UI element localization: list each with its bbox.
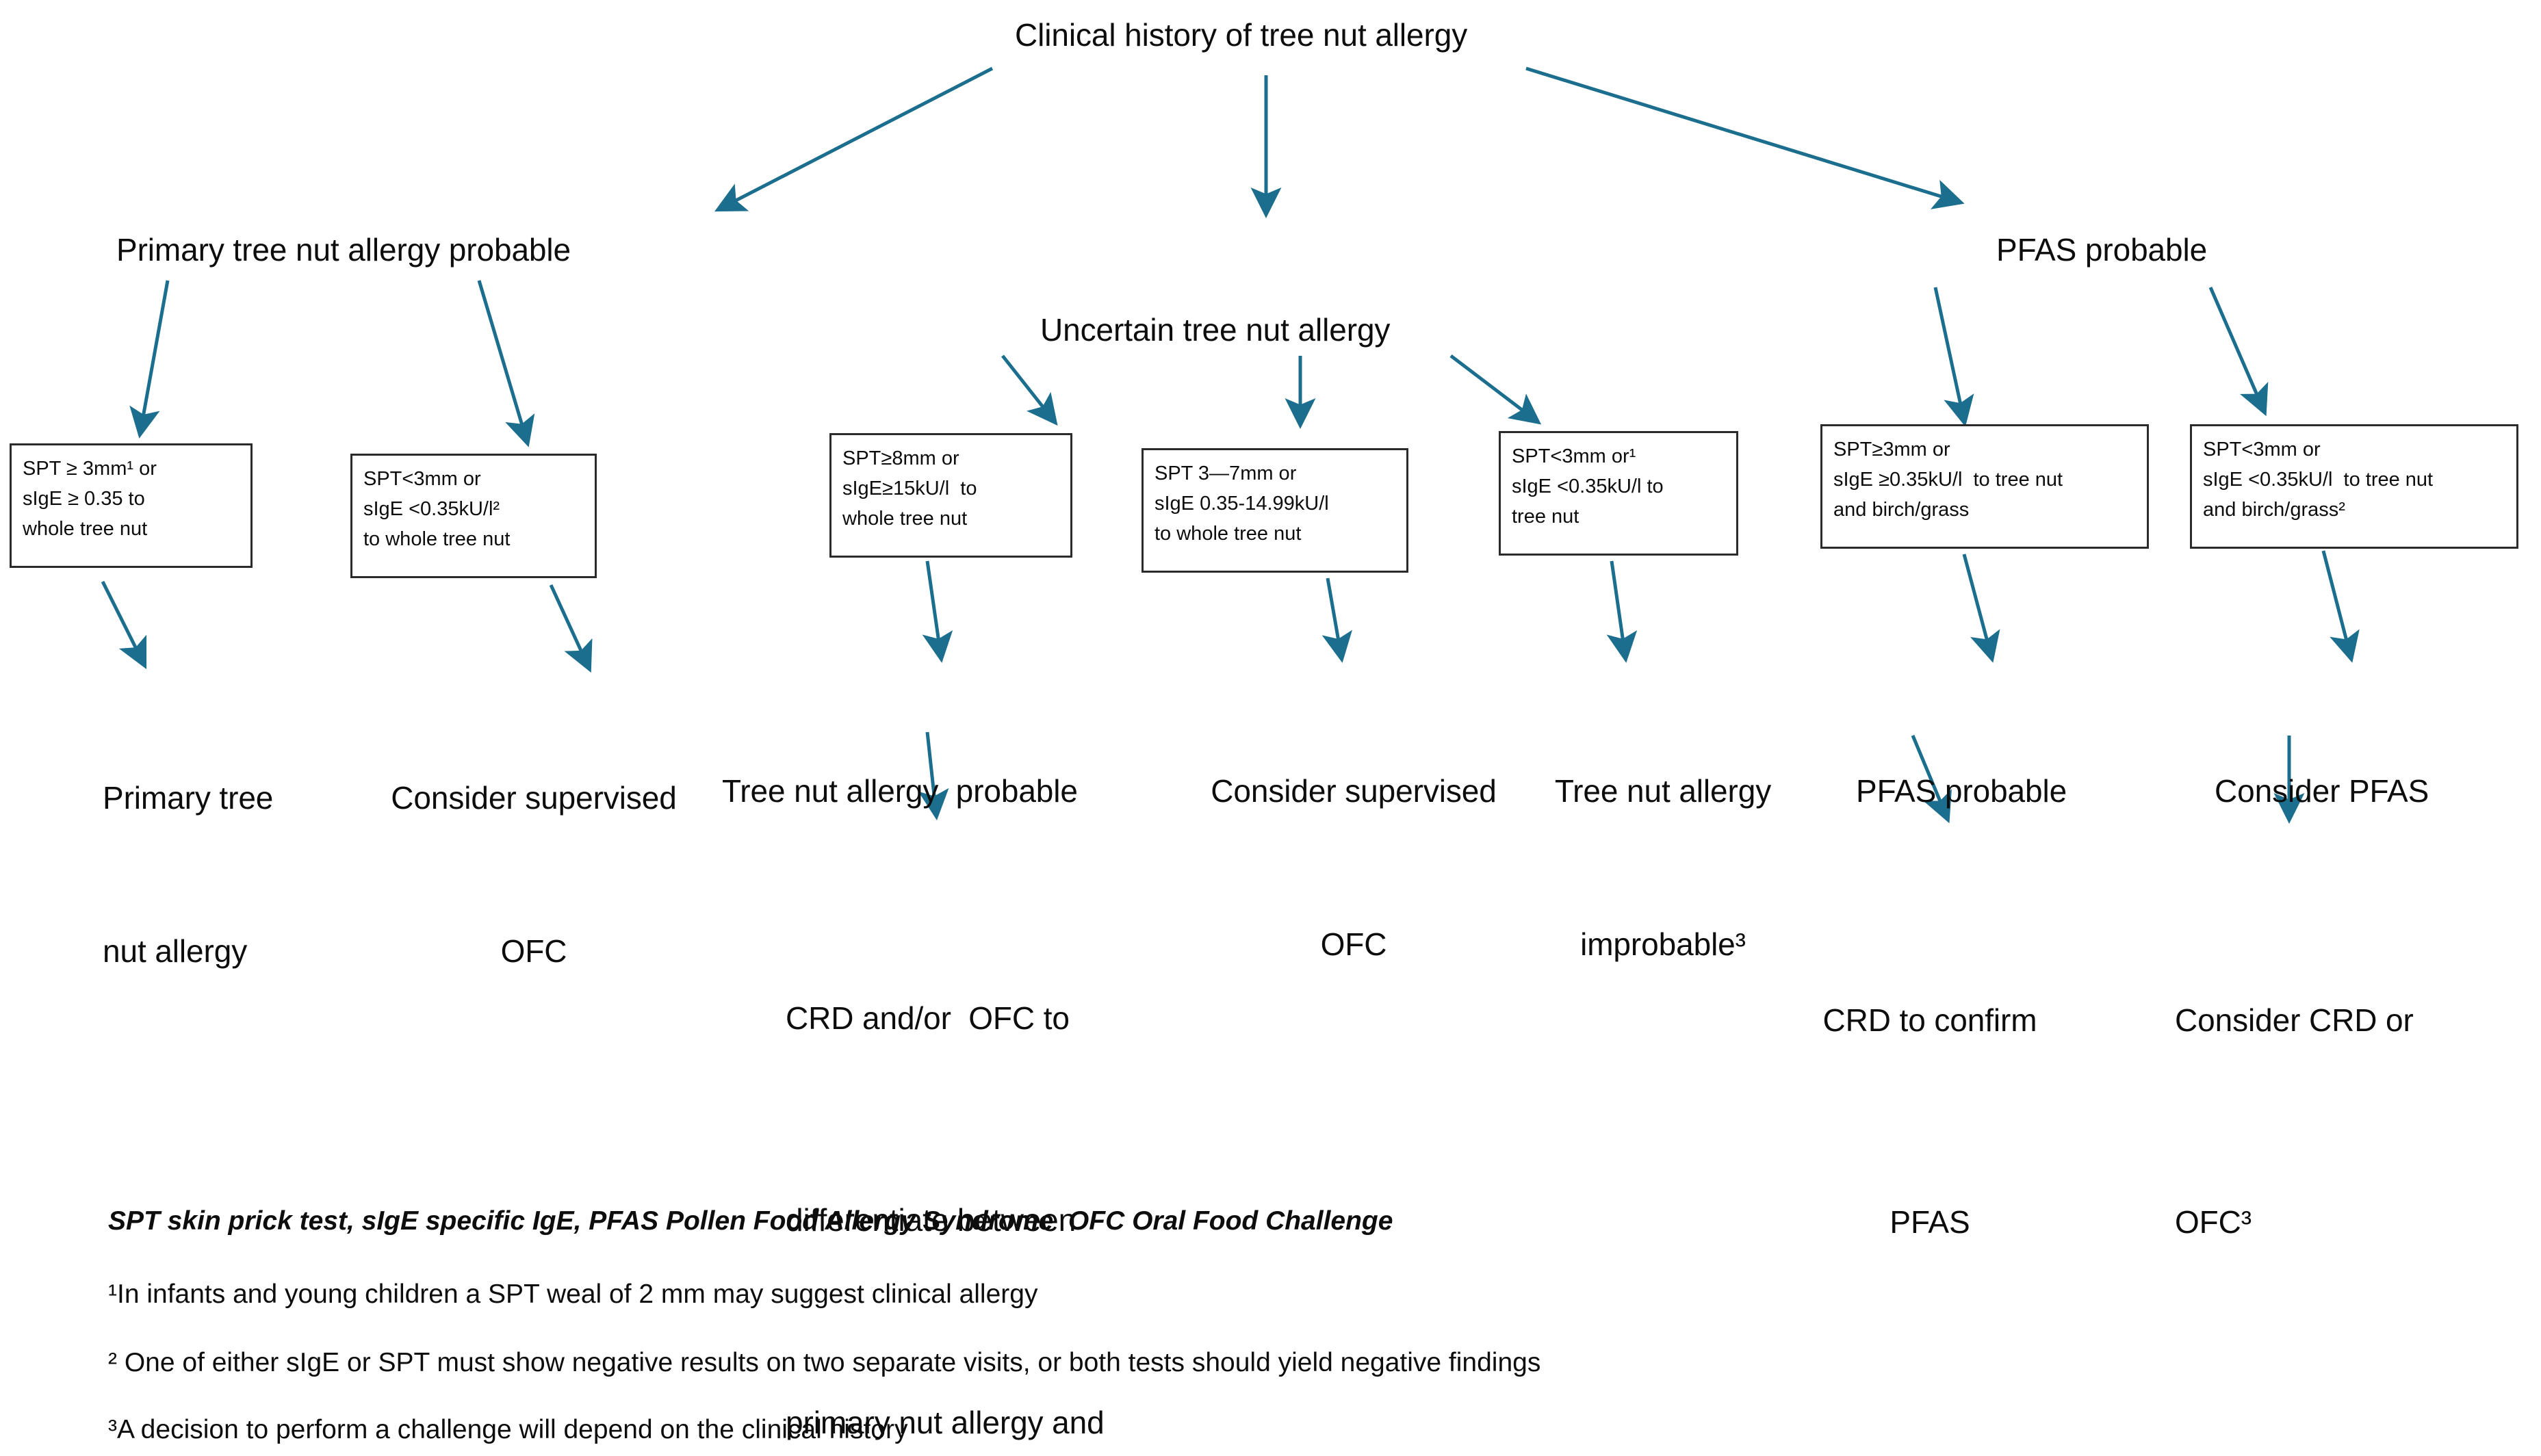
outcome-pfas-probable: PFAS probable bbox=[1856, 664, 2164, 919]
outcome-line: CRD to confirm bbox=[1822, 1002, 2037, 1038]
outcome-primary-tree-nut-allergy: Primary tree nut allergy bbox=[103, 671, 404, 1078]
outcome-line: Consider CRD or bbox=[2175, 1002, 2414, 1038]
criteria-box-spt-ge8mm-whole-tree-nut: SPT≥8mm or sIgE≥15kU/l to whole tree nut bbox=[829, 433, 1072, 558]
box-line: sIgE <0.35kU/l to tree nut bbox=[2203, 469, 2434, 491]
criteria-box-spt-lt3mm-tree-nut-and-birch-grass: SPT<3mm or sIgE <0.35kU/l to tree nut an… bbox=[2190, 424, 2518, 549]
outcome-line: Consider supervised bbox=[391, 780, 677, 816]
criteria-box-spt-lt3mm-tree-nut: SPT<3mm or¹ sIgE <0.35kU/l to tree nut bbox=[1499, 431, 1738, 556]
box-line: SPT 3—7mm or bbox=[1155, 463, 1297, 484]
footnote-2: ² One of either sIgE or SPT must show ne… bbox=[108, 1348, 1541, 1377]
arrow-uncertain-to-box5 bbox=[1449, 354, 1542, 425]
outcome-line: OFC³ bbox=[2175, 1204, 2252, 1240]
arrow-box3-to-outcome bbox=[922, 560, 953, 663]
outcome-line: Tree nut allergy bbox=[1554, 773, 1772, 809]
outcome-line: Tree nut allergy probable bbox=[722, 773, 1078, 809]
arrow-root-to-primary bbox=[714, 66, 994, 212]
outcome-line: PFAS probable bbox=[1856, 773, 2067, 809]
outcome-line: nut allergy bbox=[103, 933, 248, 969]
outcome-line: OFC bbox=[500, 933, 567, 969]
outcome-consider-pfas: Consider PFAS bbox=[2215, 664, 2529, 919]
outcome-line: Consider supervised bbox=[1211, 773, 1497, 809]
box-line: SPT<3mm or¹ bbox=[1512, 445, 1636, 467]
box-line: sIgE≥15kU/l to bbox=[842, 478, 977, 500]
branch-label-pfas-probable: PFAS probable bbox=[1996, 232, 2208, 268]
outcome-tree-nut-allergy-probable: Tree nut allergy probable bbox=[722, 664, 1160, 919]
outcome-consider-crd-or-ofc: Consider CRD or OFC³ bbox=[2175, 852, 2503, 1391]
outcome-line: CRD and/or OFC to bbox=[786, 1000, 1070, 1036]
arrow-pfas-to-box7 bbox=[2208, 287, 2269, 417]
outcome-crd-to-confirm-pfas: CRD to confirm PFAS bbox=[1772, 852, 2087, 1391]
outcome-tree-nut-allergy-improbable: Tree nut allergy improbable³ bbox=[1519, 664, 1807, 1071]
box-line: sIgE 0.35-14.99kU/l bbox=[1155, 493, 1329, 515]
box-line: sIgE ≥ 0.35 to bbox=[23, 488, 145, 510]
box-line: and birch/grass² bbox=[2203, 499, 2345, 521]
footnote-3: ³A decision to perform a challenge will … bbox=[108, 1415, 908, 1444]
outcome-line: OFC bbox=[1320, 926, 1387, 962]
arrow-root-to-pfas bbox=[1525, 66, 1965, 209]
arrow-primary-to-box2 bbox=[477, 280, 535, 447]
outcome-line: PFAS bbox=[1889, 1204, 1970, 1240]
arrow-box5-to-outcome bbox=[1606, 560, 1638, 663]
footnote-1: ¹In infants and young children a SPT wea… bbox=[108, 1279, 1038, 1309]
box-line: to whole tree nut bbox=[1155, 523, 1302, 545]
box-line: tree nut bbox=[1512, 506, 1579, 528]
branch-label-uncertain-tree-nut-allergy: Uncertain tree nut allergy bbox=[1040, 312, 1391, 348]
outcome-consider-supervised-ofc-left: Consider supervised OFC bbox=[356, 671, 712, 1078]
criteria-box-spt-lt3mm-whole-tree-nut: SPT<3mm or sIgE <0.35kU/l² to whole tree… bbox=[350, 454, 597, 578]
arrow-pfas-to-box6 bbox=[1933, 287, 1974, 427]
box-line: sIgE <0.35kU/l² bbox=[363, 498, 500, 521]
arrow-primary-to-box1 bbox=[129, 280, 170, 439]
arrow-uncertain-to-box3 bbox=[1001, 354, 1058, 426]
box-line: SPT ≥ 3mm¹ or bbox=[23, 458, 157, 480]
outcome-line: differentiate between bbox=[786, 1202, 1076, 1238]
arrow-box1-to-outcome bbox=[101, 580, 147, 670]
arrow-box7-to-outcome bbox=[2321, 550, 2360, 663]
box-line: SPT<3mm or bbox=[363, 468, 481, 490]
box-line: and birch/grass bbox=[1833, 499, 1970, 521]
box-line: SPT≥3mm or bbox=[1833, 439, 1950, 460]
criteria-box-spt-ge3mm-tree-nut-and-birch-grass: SPT≥3mm or sIgE ≥0.35kU/l to tree nut an… bbox=[1820, 424, 2149, 549]
arrow-box4-to-outcome bbox=[1321, 577, 1352, 663]
branch-label-primary-tree-nut-allergy-probable: Primary tree nut allergy probable bbox=[116, 232, 571, 268]
arrow-box6-to-outcome bbox=[1962, 554, 2000, 663]
box-line: sIgE ≥0.35kU/l to tree nut bbox=[1833, 469, 2063, 491]
box-line: SPT<3mm or bbox=[2203, 439, 2321, 460]
root-node-label: Clinical history of tree nut allergy bbox=[1015, 17, 1468, 53]
outcome-line: Primary tree bbox=[103, 780, 274, 816]
criteria-box-spt-ge3mm-whole-tree-nut: SPT ≥ 3mm¹ or sIgE ≥ 0.35 to whole tree … bbox=[10, 443, 253, 568]
box-line: whole tree nut bbox=[842, 508, 968, 530]
outcome-line: improbable³ bbox=[1580, 926, 1746, 962]
outcome-line: Consider PFAS bbox=[2215, 773, 2429, 809]
box-line: to whole tree nut bbox=[363, 528, 511, 551]
criteria-box-spt-3-7mm-whole-tree-nut: SPT 3—7mm or sIgE 0.35-14.99kU/l to whol… bbox=[1141, 448, 1408, 573]
box-line: whole tree nut bbox=[23, 518, 148, 541]
arrow-box2-to-outcome bbox=[549, 584, 593, 673]
outcome-line: primary nut allergy and bbox=[786, 1404, 1105, 1440]
box-line: SPT≥8mm or bbox=[842, 447, 959, 469]
outcome-consider-supervised-ofc-centre: Consider supervised OFC bbox=[1176, 664, 1532, 1071]
box-line: sIgE <0.35kU/l to bbox=[1512, 476, 1664, 498]
legend-abbreviations: SPT skin prick test, sIgE specific IgE, … bbox=[108, 1206, 1393, 1236]
outcome-crd-ofc-differentiate: CRD and/or OFC to differentiate between … bbox=[786, 850, 1278, 1456]
